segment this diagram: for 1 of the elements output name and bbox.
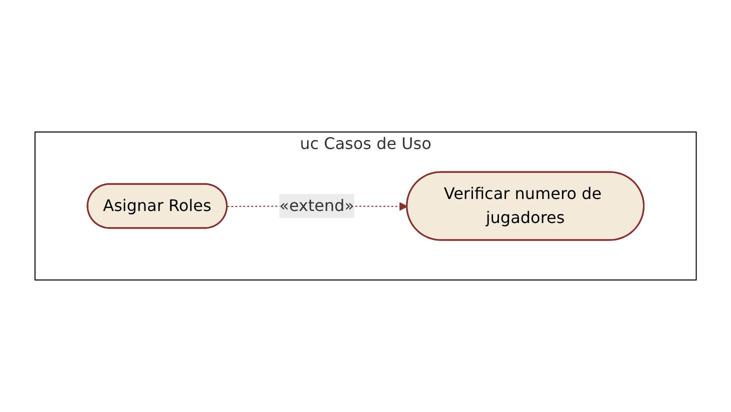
edge-label: «extend» xyxy=(279,196,354,215)
